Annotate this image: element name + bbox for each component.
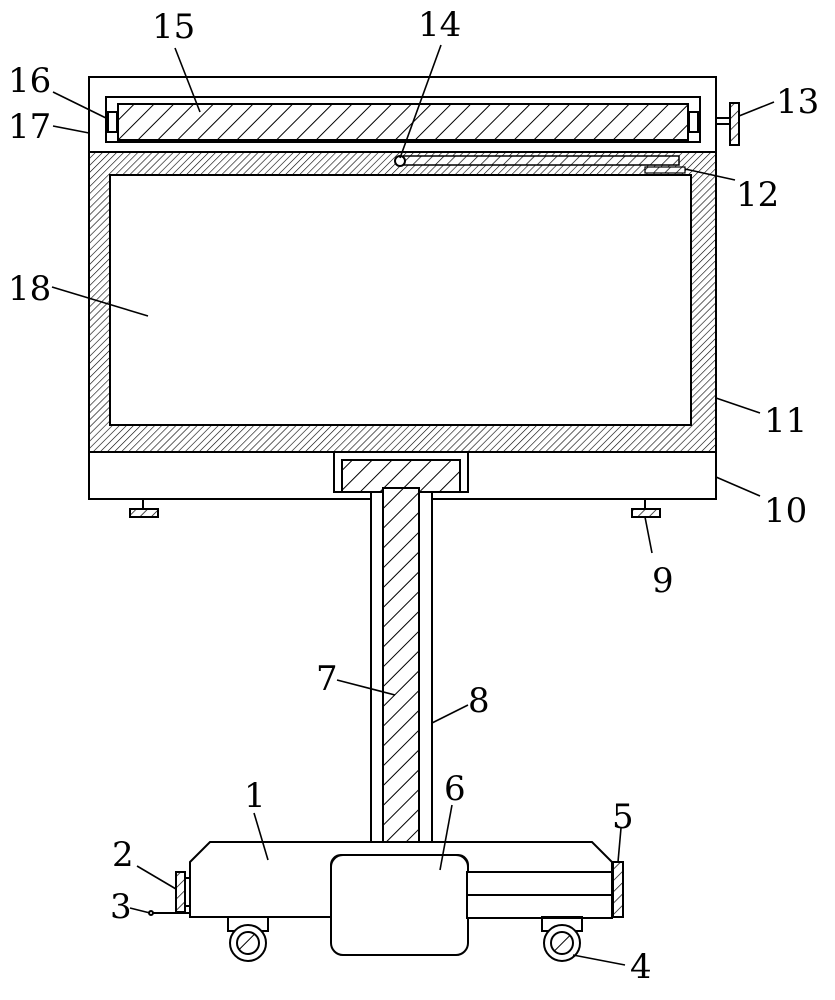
label-6: 6 bbox=[444, 769, 466, 809]
solar-panel bbox=[117, 103, 689, 141]
panel-end-right bbox=[688, 111, 699, 133]
handle-right bbox=[612, 861, 624, 918]
label-10: 10 bbox=[764, 491, 807, 531]
label-12: 12 bbox=[736, 175, 779, 215]
handle-left bbox=[175, 871, 186, 913]
panel-slot bbox=[105, 96, 701, 143]
label-16: 16 bbox=[8, 61, 51, 101]
foot-left bbox=[129, 508, 159, 518]
label-17: 17 bbox=[8, 107, 51, 147]
label-7: 7 bbox=[316, 659, 338, 699]
label-1: 1 bbox=[244, 776, 266, 816]
inner-rod bbox=[382, 487, 420, 857]
label-14: 14 bbox=[418, 5, 461, 45]
label-3: 3 bbox=[110, 887, 132, 927]
label-5: 5 bbox=[612, 797, 634, 837]
knob-handle bbox=[729, 102, 740, 146]
label-4: 4 bbox=[630, 947, 652, 987]
label-9: 9 bbox=[652, 561, 674, 601]
label-13: 13 bbox=[776, 82, 819, 122]
label-15: 15 bbox=[152, 7, 195, 47]
label-8: 8 bbox=[468, 681, 490, 721]
top-mount-hatch bbox=[341, 459, 461, 493]
display-screen bbox=[109, 174, 692, 426]
panel-end-left bbox=[107, 111, 118, 133]
slide-rod bbox=[402, 155, 680, 166]
slide-block bbox=[644, 166, 686, 174]
knob-shaft bbox=[715, 117, 731, 125]
label-18: 18 bbox=[8, 269, 51, 309]
label-11: 11 bbox=[764, 401, 807, 441]
foot-right bbox=[631, 508, 661, 518]
label-2: 2 bbox=[112, 835, 134, 875]
control-box-lower bbox=[330, 854, 469, 956]
